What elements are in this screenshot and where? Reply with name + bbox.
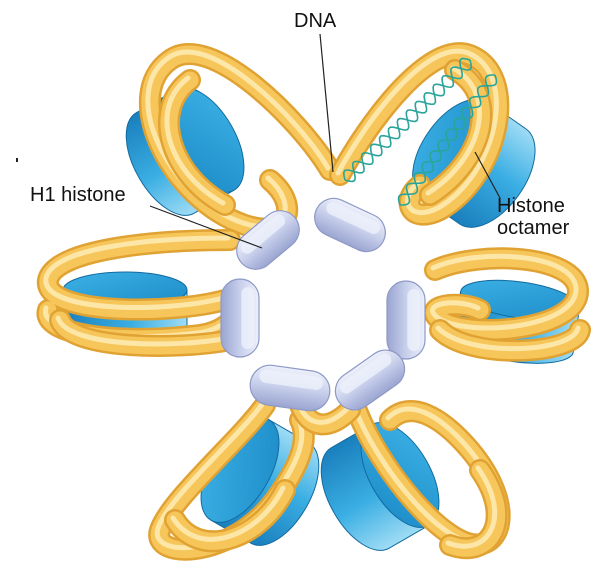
histone-octamer-label-line2: octamer — [497, 217, 569, 239]
h1-capsule-highlight — [407, 289, 420, 351]
histone-octamer-label: Histone octamer — [497, 195, 569, 239]
dna-label: DNA — [294, 10, 336, 32]
h1-histone-capsule — [308, 192, 391, 258]
h1-histone-capsule — [387, 281, 425, 359]
histone-octamer-label-line1: Histone — [497, 195, 569, 217]
stray-mark — [16, 158, 18, 162]
h1-histone-label: H1 histone — [30, 184, 126, 206]
h1-capsule-highlight — [241, 287, 254, 349]
h1-histone-capsule — [221, 279, 259, 357]
